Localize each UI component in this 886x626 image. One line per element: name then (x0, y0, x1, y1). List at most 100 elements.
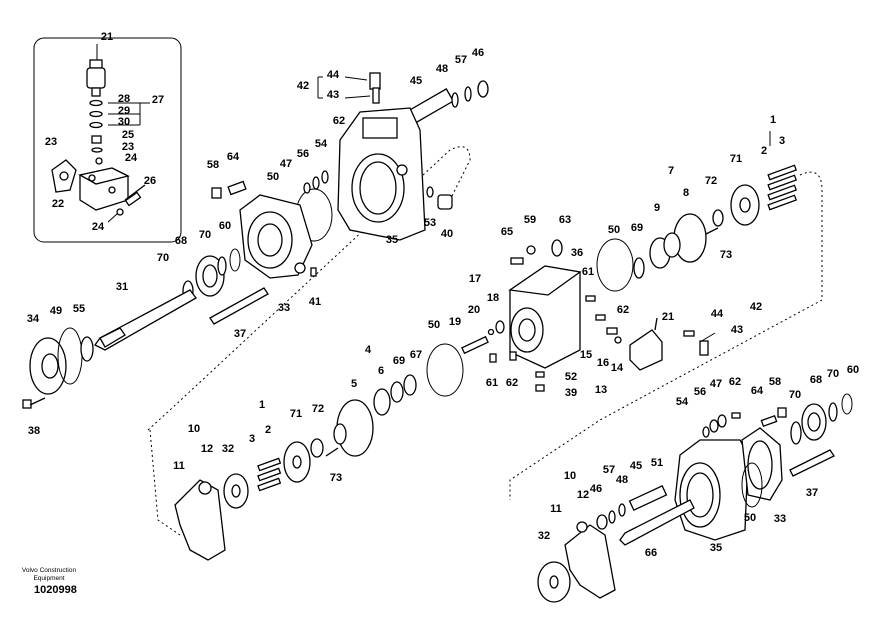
callout-label: 68 (810, 374, 822, 386)
callout-label: 56 (297, 148, 309, 160)
callout-label: 51 (651, 457, 663, 469)
callout-label: 11 (550, 503, 562, 515)
callout-label: 70 (157, 252, 169, 264)
callout-label: 4 (365, 344, 372, 356)
callout-label: 10 (188, 423, 200, 435)
callout-label: 42 (750, 301, 762, 313)
callout-label: 50 (267, 171, 279, 183)
callout-label: 70 (789, 389, 801, 401)
callout-label: 64 (227, 151, 240, 163)
lower-left-group (174, 374, 417, 561)
callout-label: 26 (144, 175, 156, 187)
callout-label: 31 (116, 281, 128, 293)
callout-label: 6 (378, 365, 384, 377)
callout-label: 16 (597, 357, 609, 369)
callout-label: 32 (222, 443, 234, 455)
callout-label: 34 (27, 313, 40, 325)
callout-label: 58 (769, 376, 781, 388)
callout-label: 2 (265, 424, 271, 436)
guide-line-left (149, 429, 181, 536)
brand-line-1: Volvo Construction (22, 567, 77, 574)
callout-label: 41 (309, 296, 321, 308)
callout-label: 65 (501, 226, 513, 238)
callout-label: 9 (654, 202, 660, 214)
callout-label: 19 (449, 316, 461, 328)
callout-label: 28 (118, 93, 130, 105)
callout-label: 60 (847, 364, 859, 376)
callout-label: 12 (577, 489, 589, 501)
document-number: 1020998 (34, 584, 77, 596)
callout-label: 37 (806, 487, 818, 499)
callout-label: 57 (455, 54, 467, 66)
callout-label: 55 (73, 303, 85, 315)
callout-label: 23 (45, 136, 57, 148)
callout-label: 15 (580, 349, 592, 361)
callout-label: 64 (751, 385, 764, 397)
callout-label: 73 (330, 472, 342, 484)
callout-label: 46 (590, 483, 602, 495)
callout-label: 3 (249, 433, 255, 445)
callout-label: 58 (207, 159, 219, 171)
callout-label: 11 (173, 460, 185, 472)
callout-label: 63 (559, 214, 571, 226)
callout-label: 70 (827, 368, 839, 380)
callout-label: 54 (315, 138, 328, 150)
callout-label: 2 (761, 145, 767, 157)
callout-label: 73 (720, 249, 732, 261)
callout-label: 45 (630, 460, 642, 472)
callout-label: 52 (565, 371, 577, 383)
callout-label: 3 (779, 135, 785, 147)
callout-label: 43 (327, 89, 339, 101)
callout-label: 46 (472, 47, 484, 59)
callout-label: 42 (297, 80, 309, 92)
guide-line-right (509, 171, 823, 500)
callout-label: 29 (118, 105, 130, 117)
callout-label: 37 (234, 328, 246, 340)
callout-label: 69 (393, 355, 405, 367)
callout-label: 72 (312, 403, 324, 415)
callout-label: 60 (219, 220, 231, 232)
callout-label: 24 (125, 152, 138, 164)
callout-label: 27 (152, 94, 164, 106)
callout-label: 62 (506, 377, 518, 389)
callout-label: 21 (101, 31, 113, 43)
callout-label: 47 (280, 158, 292, 170)
callout-label: 70 (199, 229, 211, 241)
callout-label: 1 (259, 399, 265, 411)
callout-label: 17 (469, 273, 481, 285)
callout-label: 33 (774, 513, 786, 525)
callout-label: 23 (122, 141, 134, 153)
callout-label: 25 (122, 129, 134, 141)
callout-label: 50 (608, 224, 620, 236)
callout-label: 13 (595, 384, 607, 396)
callout-label: 54 (676, 396, 689, 408)
callout-label: 40 (441, 228, 453, 240)
callout-label: 43 (731, 324, 743, 336)
callout-label: 14 (611, 362, 624, 374)
callout-label: 30 (118, 116, 130, 128)
callout-label: 8 (683, 187, 689, 199)
callout-label: 61 (582, 266, 594, 278)
callout-label: 67 (410, 349, 422, 361)
callout-label: 69 (631, 222, 643, 234)
callout-label: 62 (333, 115, 345, 127)
callout-label: 12 (201, 443, 213, 455)
callout-label: 10 (564, 470, 576, 482)
callout-label: 61 (486, 377, 498, 389)
callout-label: 62 (729, 376, 741, 388)
footer: Volvo Construction Equipment 1020998 (22, 567, 77, 596)
callout-label: 35 (710, 542, 722, 554)
callout-label: 68 (175, 235, 187, 247)
callout-label: 20 (468, 304, 480, 316)
callout-label: 35 (386, 234, 398, 246)
callout-label: 56 (694, 386, 706, 398)
callout-label: 22 (52, 198, 64, 210)
guide-line-upper (147, 146, 471, 431)
callout-label: 48 (616, 474, 628, 486)
callout-label: 21 (662, 311, 674, 323)
callout-label: 53 (424, 217, 436, 229)
callout-label: 48 (436, 63, 448, 75)
callout-label: 44 (711, 308, 724, 320)
callout-label: 33 (278, 302, 290, 314)
